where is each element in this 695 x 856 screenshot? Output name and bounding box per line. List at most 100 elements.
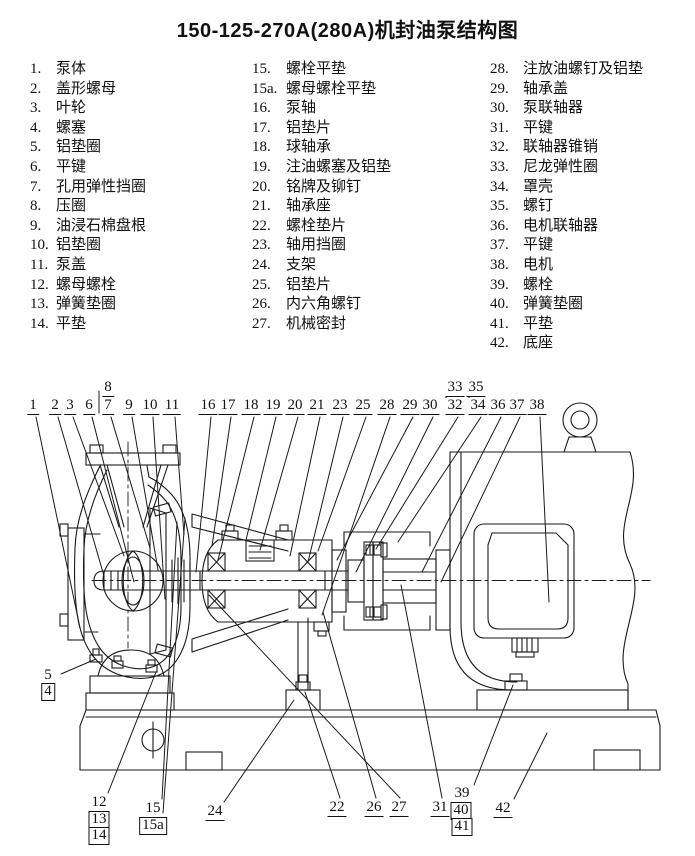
leader-line-23 [307, 416, 344, 563]
callout-label-26: 26 [364, 799, 384, 817]
parts-list-item: 42. 底座 [490, 334, 643, 354]
callout-label-11: 11 [162, 397, 182, 415]
part-label: 铭牌及铆钉 [286, 178, 362, 195]
part-number: 41. [490, 315, 509, 332]
part-label: 螺母螺栓 [56, 276, 117, 293]
motor [449, 451, 636, 711]
callout-label-15a: 15a [139, 817, 167, 835]
callout-label-25: 25 [353, 397, 373, 415]
leader-line-2 [57, 416, 105, 577]
bearing-housing [201, 524, 333, 637]
parts-list-item: 20.铭牌及铆钉 [252, 178, 391, 198]
part-label: 平键 [56, 158, 87, 175]
leader-line-24 [223, 699, 295, 803]
parts-list-item: 11.泵盖 [30, 256, 146, 276]
part-label: 底座 [523, 335, 554, 352]
part-number: 36. [490, 217, 509, 234]
callout-label-8: 8 [102, 379, 114, 397]
leader-line-27 [208, 594, 401, 799]
callout-label-32: 32 [445, 397, 465, 415]
part-label: 铝垫圈 [56, 237, 102, 254]
part-label: 平键 [523, 237, 554, 254]
parts-list-item: 29.轴承盖 [490, 80, 643, 100]
parts-list-item: 6.平键 [30, 158, 146, 178]
parts-list-item: 31.平键 [490, 119, 643, 139]
part-label: 电机联轴器 [523, 217, 599, 234]
part-label: 联轴器锥销 [523, 139, 599, 156]
callout-label-24: 24 [205, 803, 225, 821]
part-label: 螺栓垫片 [286, 217, 347, 234]
parts-list-item: 28.注放油螺钉及铝垫 [490, 60, 643, 80]
part-label: 铝垫片 [286, 276, 332, 293]
leader-line-32 [375, 416, 459, 550]
callout-label-6: 6 [83, 397, 95, 415]
part-number: 12. [30, 276, 49, 293]
parts-list-item: 25.铝垫片 [252, 276, 391, 296]
leader-line-7 [110, 416, 151, 549]
callout-label-13: 13 [88, 811, 110, 829]
parts-list-item: 33.尼龙弹性圈 [490, 158, 643, 178]
callout-label-41: 41 [451, 818, 473, 836]
leader-line-26 [322, 611, 377, 799]
part-number: 29. [490, 80, 509, 97]
parts-list-item: 27.机械密封 [252, 315, 391, 335]
bracket-support-leg [285, 617, 321, 711]
part-label: 螺塞 [56, 119, 87, 136]
part-number: 1. [30, 61, 42, 77]
leader-line-29 [336, 416, 414, 561]
part-number: 23. [252, 237, 271, 254]
parts-list-item: 1.泵体 [30, 60, 146, 80]
part-number: 13. [30, 296, 49, 313]
part-number: 7. [30, 178, 42, 195]
part-number: 32. [490, 139, 509, 156]
callout-label-29: 29 [400, 397, 420, 415]
part-label: 支架 [286, 256, 317, 273]
part-number: 38. [490, 256, 509, 273]
leader-line-37 [440, 416, 521, 583]
parts-list-item: 22.螺栓垫片 [252, 217, 391, 237]
parts-list-item: 23.轴用挡圈 [252, 236, 391, 256]
part-label: 螺钉 [523, 198, 554, 215]
callout-label-4: 4 [41, 683, 55, 701]
leader-line-12 [107, 671, 157, 794]
part-number: 35. [490, 198, 509, 215]
callout-label-21: 21 [307, 397, 327, 415]
callout-label-42: 42 [493, 800, 513, 818]
leader-line-10 [152, 416, 166, 600]
part-label: 泵盖 [56, 256, 87, 273]
pump-casing [59, 444, 191, 679]
leader-line-36 [421, 416, 502, 573]
part-label: 泵轴 [286, 100, 317, 117]
part-number: 18. [252, 139, 271, 156]
part-number: 5. [30, 139, 42, 156]
parts-list-item: 9.油浸石棉盘根 [30, 217, 146, 237]
part-label: 罩壳 [523, 178, 554, 195]
leader-line-21 [289, 416, 321, 557]
part-number: 37. [490, 237, 509, 254]
coupling [331, 541, 451, 631]
part-label: 叶轮 [56, 100, 87, 117]
part-label: 注油螺塞及铝垫 [286, 158, 392, 175]
parts-list-item: 41.平垫 [490, 315, 643, 335]
part-number: 42. [490, 335, 509, 352]
part-number: 15a. [252, 80, 278, 97]
part-number: 30. [490, 100, 509, 117]
part-label: 铝垫片 [286, 119, 332, 136]
part-label: 油浸石棉盘根 [56, 217, 147, 234]
part-number: 21. [252, 198, 271, 215]
part-label: 平键 [523, 119, 554, 136]
part-label: 螺母螺栓平垫 [286, 80, 377, 97]
leader-line-16 [195, 416, 212, 573]
leader-line-3 [72, 416, 125, 557]
part-number: 10. [30, 237, 49, 254]
part-label: 内六角螺钉 [286, 296, 362, 313]
centerlines [91, 441, 651, 649]
leader-line-6 [91, 416, 135, 583]
parts-list-item: 40.弹簧垫圈 [490, 295, 643, 315]
callout-label-14: 14 [88, 827, 110, 845]
impeller [102, 550, 164, 612]
